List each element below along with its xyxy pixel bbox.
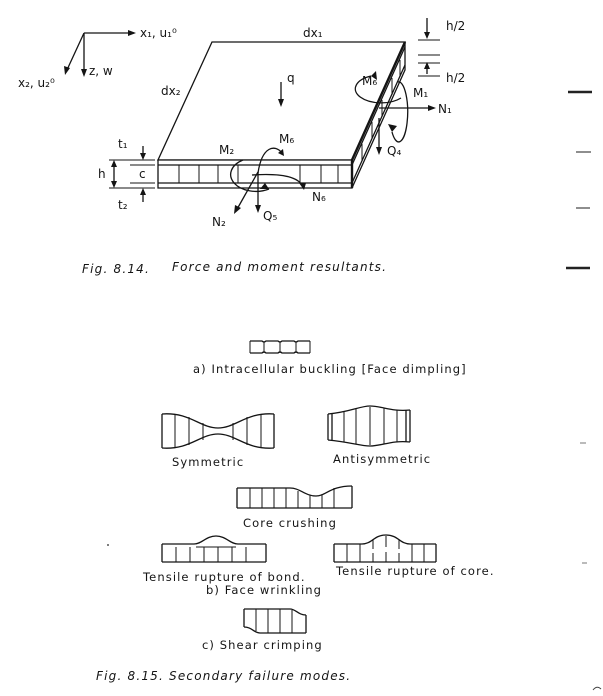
label-a-intracellular: a) Intracellular buckling [Face dimpling… [193,362,467,376]
z-label: z, w [89,64,113,78]
z-arrowhead [81,69,87,77]
coordinate-triad: x₁, u₁⁰ z, w x₂, u₂⁰ [18,26,177,90]
front-core-cells [178,165,339,183]
fig815-caption: Fig. 8.15. Secondary failure modes. [96,669,351,683]
fig814-caption: Force and moment resultants. [172,260,387,274]
tensile-rupture-core-sketch [333,534,437,563]
thickness-dimensions: t₁ c h t₂ [98,137,155,212]
m1-label: M₁ [413,86,428,100]
t1-label: t₁ [118,137,128,151]
right-top-face-sheet [351,46,406,166]
right-resultants: M₆ M₁ N₁ Q₄ [354,71,452,158]
c-label: c [139,167,146,181]
m6-front-arc [257,147,283,174]
dx2-label: dx₂ [161,84,181,98]
label-tensile-rupture-core: Tensile rupture of core. [335,564,495,578]
q5-label: Q₅ [263,209,277,223]
h-half-bottom-label: h/2 [446,71,465,85]
n2-label: N₂ [212,215,226,229]
x2-arrowhead [64,66,70,75]
plate-front-face [157,159,353,189]
t2-label: t₂ [118,198,128,212]
m2-label: M₂ [219,143,234,157]
fig814-number: Fig. 8.14. [82,262,150,276]
dx1-label: dx₁ [303,26,323,40]
intracellular-buckling-sketch [249,340,311,354]
m2-arc [230,159,270,193]
core-crushing-sketch [236,485,353,509]
m1-arc [391,81,409,143]
n1-label: N₁ [438,102,452,116]
x2-label: x₂, u₂⁰ [18,76,55,90]
x1-label: x₁, u₁⁰ [140,26,177,40]
label-symmetric: Symmetric [172,455,244,469]
label-c-shear-crimping: c) Shear crimping [202,638,323,652]
shear-crimping-sketch [243,608,307,634]
n2-arrow [235,171,259,212]
n6-label: N₆ [312,190,326,204]
scan-marks [107,90,602,691]
h-half-markers: h/2 h/2 [418,18,465,85]
label-antisymmetric: Antisymmetric [333,452,431,466]
label-tensile-rupture-bond: Tensile rupture of bond. [142,570,306,584]
m6-front-label: M₆ [279,132,294,146]
load-q: q [278,71,295,107]
symmetric-wrinkling-sketch [161,413,275,449]
front-resultants: M₂ M₆ N₆ N₂ Q₅ [212,132,326,229]
x2-axis [65,32,85,73]
sandwich-element [156,41,407,189]
q4-label: Q₄ [387,144,401,158]
tensile-rupture-bond-sketch [161,535,267,563]
right-top-edge [350,41,407,161]
h-label: h [98,167,106,181]
m6-right-arc [354,75,402,104]
svg-text:q: q [287,71,295,85]
m6-right-label: M₆ [362,74,377,88]
x1-arrowhead [128,30,136,36]
label-b-face-wrinkling: b) Face wrinkling [206,583,322,597]
antisymmetric-wrinkling-sketch [327,405,411,447]
h-half-top-label: h/2 [446,19,465,33]
label-core-crushing: Core crushing [243,516,337,530]
